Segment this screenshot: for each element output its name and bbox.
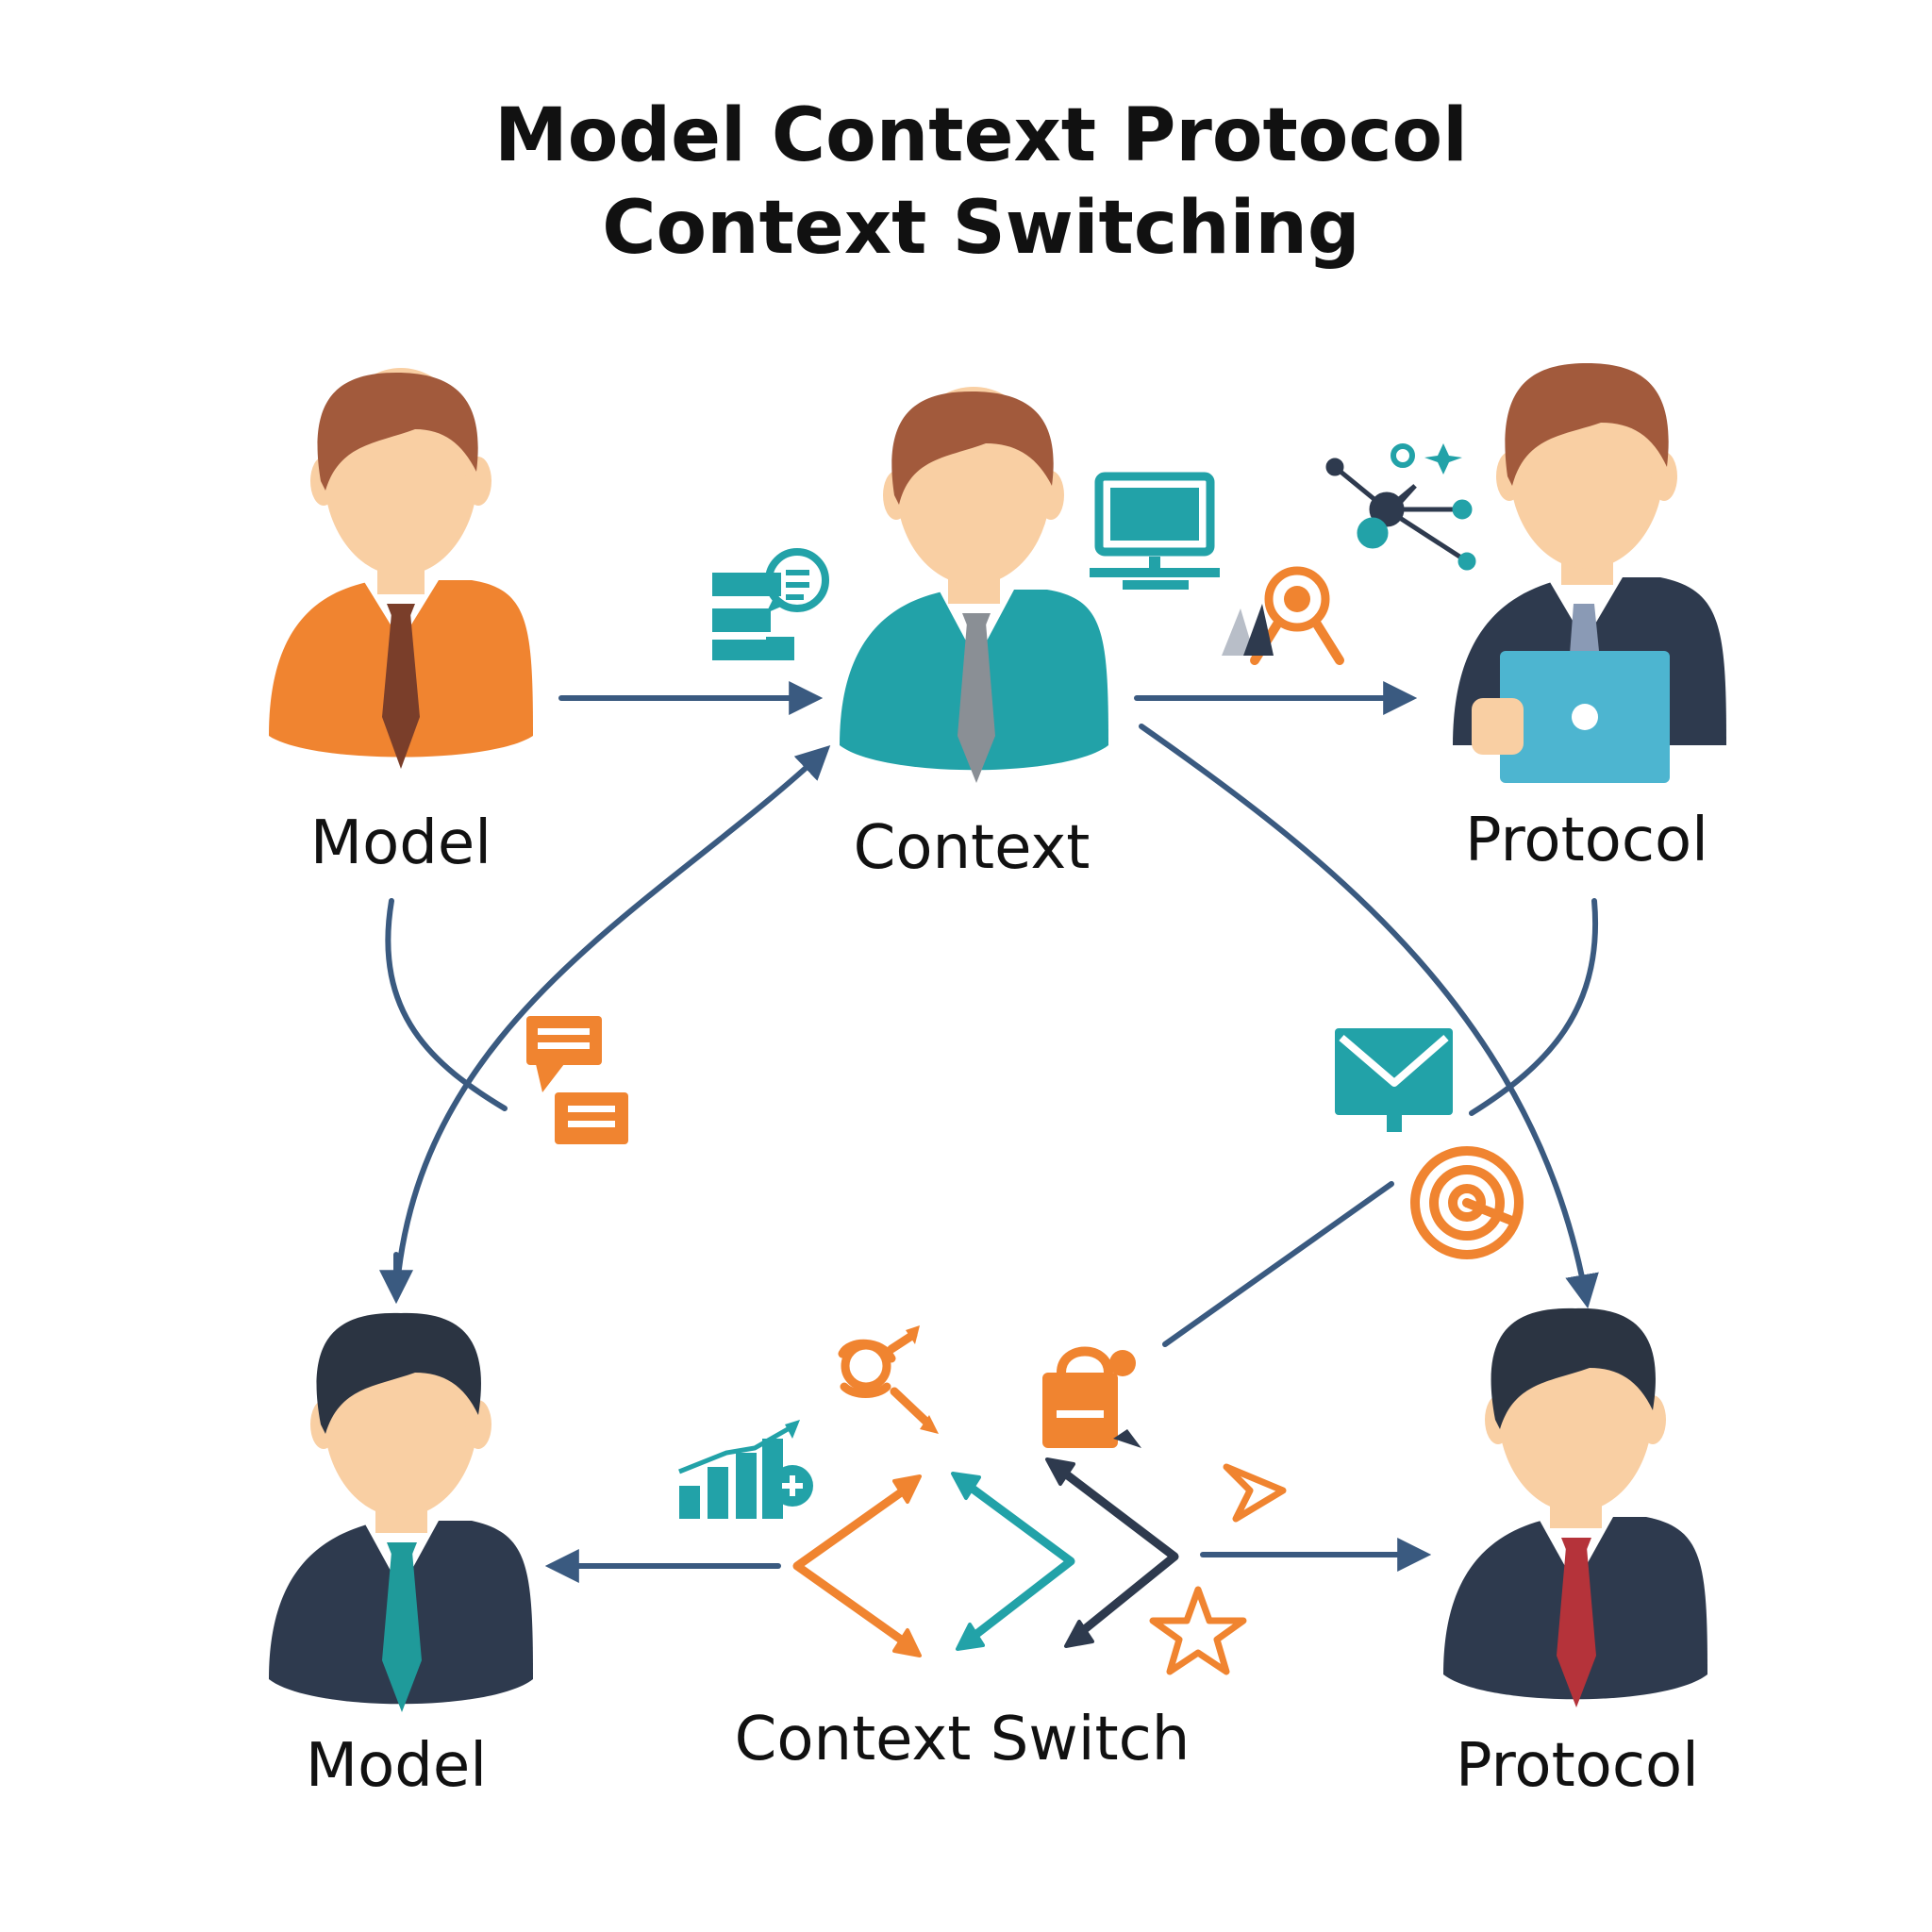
arrow-protocol-top-down xyxy=(1469,898,1599,1116)
connector-target-to-lock xyxy=(1162,1181,1394,1347)
switch-arrow-teal xyxy=(958,1476,1075,1646)
chat-puzzle-icon xyxy=(712,548,829,660)
network-nodes-icon xyxy=(1325,443,1476,571)
label-protocol-top: Protocol xyxy=(1465,806,1708,875)
person-protocol-top xyxy=(1453,363,1726,783)
message-cards-icon xyxy=(526,1016,628,1144)
arrow-model-bottom-to-context xyxy=(393,745,831,1300)
arrow-model-top-to-model-bottom xyxy=(385,898,508,1111)
label-model-bottom: Model xyxy=(306,1731,487,1801)
play-triangle-icon xyxy=(1223,1463,1287,1523)
connectors xyxy=(379,681,1599,1583)
target-icon xyxy=(1410,1146,1524,1259)
switch-arrow-navy xyxy=(1052,1462,1179,1641)
person-model-bottom xyxy=(269,1312,533,1712)
growth-chart-icon xyxy=(678,1420,813,1519)
star-icon xyxy=(1149,1586,1247,1675)
context-switch-arrows xyxy=(792,1457,1179,1657)
person-context xyxy=(840,387,1108,783)
label-context-switch: Context Switch xyxy=(735,1705,1191,1774)
label-context: Context xyxy=(854,813,1091,883)
person-protocol-bottom xyxy=(1443,1307,1707,1707)
title-line-1: Model Context Protocol xyxy=(494,93,1468,178)
monitor-icon xyxy=(1090,472,1220,590)
switch-arrow-orange xyxy=(792,1481,915,1651)
award-ribbon-icon xyxy=(1222,566,1344,665)
people-refresh-icon xyxy=(838,1325,939,1434)
label-protocol-bottom: Protocol xyxy=(1456,1731,1699,1801)
label-model-top: Model xyxy=(310,808,491,878)
envelope-icon xyxy=(1335,1028,1453,1132)
person-model-top xyxy=(269,368,533,769)
lock-bag-icon xyxy=(1042,1346,1141,1448)
title-line-2: Context Switching xyxy=(602,186,1359,271)
arrow-context-to-protocol-bottom xyxy=(1139,724,1599,1309)
